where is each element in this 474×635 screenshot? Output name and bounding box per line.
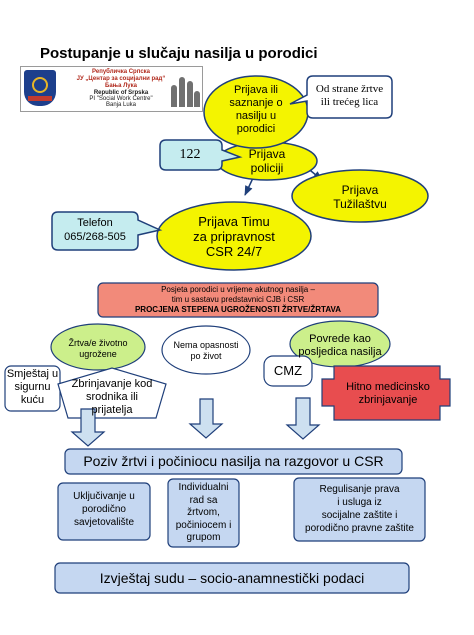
block-arrow-middle — [188, 398, 224, 439]
cmz-text: CMZ — [273, 363, 303, 378]
coat-of-arms-icon — [24, 70, 56, 106]
posjeta-box — [97, 282, 379, 318]
cmz-box — [263, 355, 313, 387]
page-title: Postupanje u slučaju nasilja u porodici — [40, 45, 318, 62]
csr-logo: Републичка Српска ЈУ „Центар за социјалн… — [20, 66, 203, 112]
zrtva-ugrozena-node — [50, 323, 146, 371]
prijava-timu-node — [156, 201, 312, 271]
nema-opasnosti-node — [161, 325, 251, 375]
tel-122-text: 122 — [179, 147, 201, 162]
regulisanje-box — [293, 477, 426, 542]
zbrinjavanje-pentagon — [57, 367, 167, 419]
procjena-text: PROCJENA STEPENA UGROŽENOSTI ŽRTVE/ŽRTAV… — [134, 305, 342, 314]
izvjestaj-text: Izvještaj sudu – socio-anamnestički poda… — [99, 570, 365, 586]
block-arrow-left — [70, 408, 106, 447]
logo-line: Banja Luka — [105, 102, 137, 108]
logo-line: Republic of Srpska — [93, 90, 149, 96]
ukljucivanje-box — [57, 482, 151, 541]
logo-line: PI "Social Work Centre" — [89, 96, 153, 102]
logo-line: Бања Лука — [105, 83, 137, 89]
hitno-cross — [321, 365, 451, 421]
logo-line: Републичка Српска — [92, 69, 150, 75]
individualni-box — [167, 478, 240, 548]
izvjestaj-box — [54, 562, 410, 594]
prijava-tuzilastvu-node — [291, 169, 429, 223]
od-strane-callout — [289, 75, 393, 119]
arrow-policija-to-tim — [244, 177, 254, 196]
tel-122-callout — [159, 139, 243, 171]
block-arrow-right — [285, 397, 321, 440]
people-icon — [171, 73, 200, 107]
telefon-callout — [51, 211, 163, 251]
poziv-box — [64, 448, 403, 475]
logo-line: ЈУ „Центар за социјални рад“ — [76, 76, 166, 82]
poziv-text: Poziv žrtvi i počiniocu nasilja na razgo… — [83, 453, 384, 469]
posjeta-text: Posjeta porodici u vrijeme akutnog nasil… — [161, 285, 315, 304]
